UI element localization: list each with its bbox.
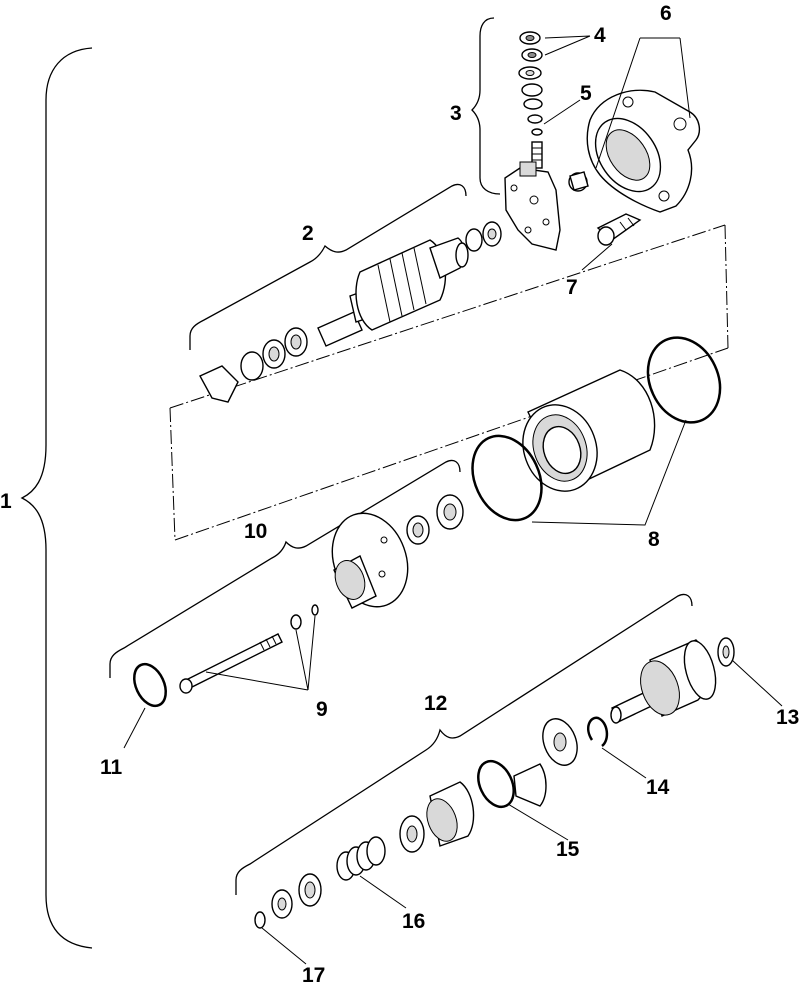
retaining-ring-14 [587, 716, 609, 747]
leader-15 [507, 803, 569, 841]
callout-12: 12 [424, 692, 447, 715]
leader-11 [123, 707, 146, 749]
frame-line-right [724, 224, 729, 349]
callout-4: 4 [594, 24, 606, 47]
callout-17: 17 [302, 964, 325, 985]
armature [317, 237, 469, 347]
callout-6: 6 [660, 2, 672, 25]
leader-17 [261, 927, 307, 965]
leader-5 [543, 99, 581, 125]
callout-11: 11 [100, 756, 123, 779]
leader-13 [731, 659, 783, 707]
snap-ring-11 [133, 662, 167, 708]
armature-brace [189, 183, 467, 350]
callout-3: 3 [450, 102, 462, 125]
callout-7: 7 [566, 276, 578, 299]
leader-16 [359, 875, 407, 909]
o-ring-upper [646, 336, 722, 424]
pinion-collar [513, 718, 578, 807]
callout-5: 5 [580, 82, 592, 105]
callout-2: 2 [302, 222, 314, 245]
bushing [568, 171, 589, 192]
leader-7 [581, 243, 613, 271]
leader-9 [205, 615, 316, 691]
drive-housing-brace [109, 459, 461, 678]
callout-16: 16 [402, 910, 425, 933]
frame-line-left [169, 407, 176, 541]
end-washers-17 [254, 873, 322, 929]
nut-washer-stack [518, 31, 543, 136]
callout-8: 8 [648, 528, 660, 551]
brush-holder-brace [471, 17, 501, 195]
callout-14: 14 [646, 776, 670, 799]
callout-1: 1 [0, 490, 12, 513]
clutch-gear [399, 781, 475, 853]
leader-4 [544, 35, 591, 56]
drive-gear-brace [235, 593, 693, 895]
leader-6 [595, 37, 691, 169]
callout-13: 13 [776, 706, 799, 729]
o-ring-lower [471, 434, 543, 522]
callout-15: 15 [556, 838, 580, 861]
leader-8 [531, 419, 687, 526]
armature-washers [199, 327, 308, 403]
frame-line-top [169, 224, 726, 409]
pinion-shaft [610, 637, 735, 724]
callout-9: 9 [316, 698, 328, 721]
end-washers [465, 221, 502, 252]
long-through-bolts [179, 604, 319, 694]
leader-14 [601, 747, 647, 779]
spring-clip-15 [477, 759, 515, 809]
drive-bearings [406, 494, 464, 545]
commutator-end-cover [586, 89, 701, 213]
drive-end-housing [331, 512, 409, 609]
callout-10: 10 [244, 520, 267, 543]
drive-spring [336, 836, 386, 881]
terminal-bolt [531, 141, 543, 169]
main-assembly-brace [20, 47, 93, 949]
through-bolt-short [596, 213, 642, 246]
brush-holder-plate [504, 161, 561, 251]
field-coil-housing [522, 369, 656, 492]
